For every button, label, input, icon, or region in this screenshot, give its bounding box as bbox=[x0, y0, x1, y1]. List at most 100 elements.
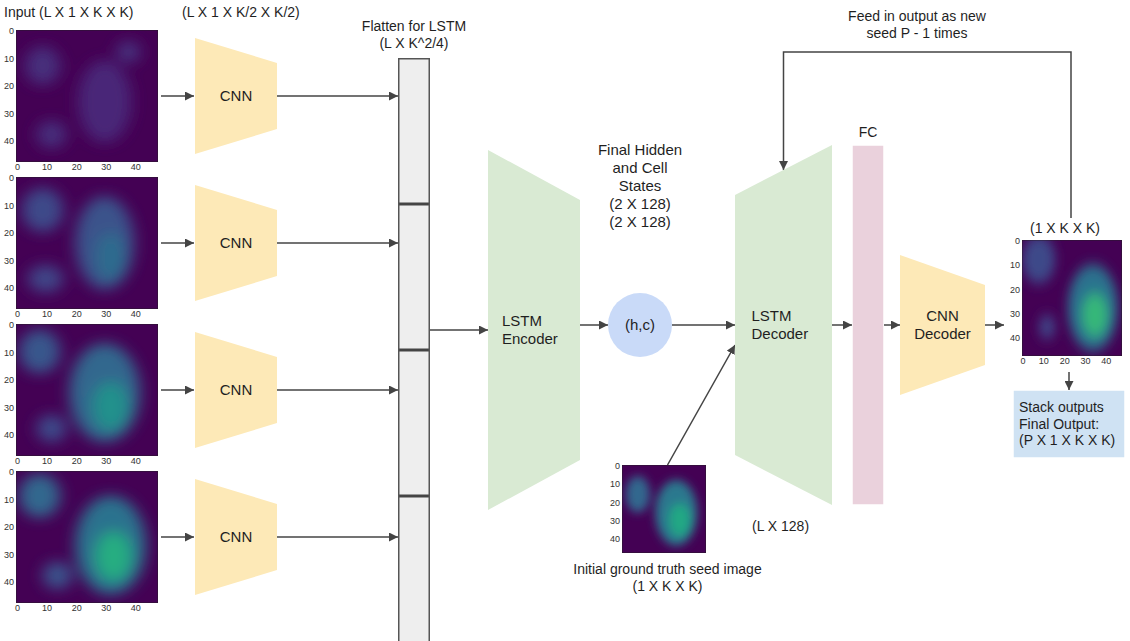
lstm-decoder: LSTM Decoder bbox=[735, 145, 832, 505]
image-frame bbox=[622, 465, 706, 553]
lstm-encoder-outline bbox=[488, 150, 580, 510]
axis-tick: 10 bbox=[4, 495, 14, 504]
axis-tick: 10 bbox=[1039, 357, 1049, 366]
state-circle-outline bbox=[608, 293, 672, 357]
axis-tick: 0 bbox=[9, 27, 14, 36]
axis-tick: 20 bbox=[4, 82, 14, 91]
flow-arrow bbox=[985, 324, 1004, 326]
fc-layer: FC bbox=[852, 145, 884, 505]
cnn-block: CNN bbox=[195, 479, 277, 595]
flow-arrow bbox=[668, 345, 736, 465]
heat-blob bbox=[669, 504, 690, 537]
heat-blob bbox=[75, 196, 134, 290]
flow-arrow bbox=[580, 324, 608, 326]
heat-blob bbox=[655, 480, 697, 546]
heat-blob bbox=[37, 121, 67, 149]
image-frame bbox=[16, 30, 158, 162]
heat-blob bbox=[1068, 264, 1118, 351]
axis-tick: 40 bbox=[131, 457, 141, 466]
flatten-bar: Flatten for LSTM (L X K^2/4) bbox=[398, 58, 430, 641]
axis-tick: 30 bbox=[4, 403, 14, 412]
cnn-block-outline bbox=[195, 479, 277, 595]
axis-tick: 0 bbox=[9, 321, 14, 330]
cnn-decoder: CNN Decoder bbox=[900, 255, 985, 395]
node-text: CNN bbox=[201, 381, 271, 399]
annotation: Input (L X 1 X K X K) bbox=[4, 4, 133, 21]
cnn-block: CNN bbox=[195, 332, 277, 448]
axis-tick: 0 bbox=[9, 468, 14, 477]
node-text: Initial ground truth seed image bbox=[573, 561, 761, 578]
axis-tick: 0 bbox=[15, 457, 20, 466]
heat-blob bbox=[96, 532, 132, 582]
annotation: (L X 128) bbox=[752, 518, 809, 535]
flow-arrow bbox=[1068, 372, 1070, 390]
heatmap-ground bbox=[16, 324, 158, 456]
lstm-encoder: LSTM Encoder bbox=[488, 150, 580, 510]
axis-tick: 20 bbox=[610, 498, 620, 507]
segment-divider bbox=[398, 349, 430, 352]
axis-tick: 10 bbox=[1010, 261, 1020, 270]
heat-blob bbox=[22, 188, 63, 232]
heatmap-image bbox=[16, 324, 158, 456]
flatten-bar-shape bbox=[398, 58, 430, 641]
node-text: Stack outputs Final Output: bbox=[1019, 399, 1119, 433]
cnn-decoder-outline bbox=[900, 255, 985, 395]
heat-blob bbox=[93, 382, 129, 432]
axis-tick: 40 bbox=[131, 163, 141, 172]
flow-arrow bbox=[672, 324, 735, 326]
axis-tick: 0 bbox=[15, 604, 20, 613]
axis-tick: 30 bbox=[1010, 309, 1020, 318]
heatmap-ground bbox=[622, 465, 706, 553]
node-text: CNN Decoder bbox=[912, 307, 974, 343]
axis-tick: 40 bbox=[4, 431, 14, 440]
axis-tick: 10 bbox=[4, 201, 14, 210]
flow-arrow bbox=[277, 536, 398, 538]
node-text: Final Hidden and Cell States bbox=[590, 141, 690, 195]
axis-tick: 30 bbox=[4, 256, 14, 265]
axis-tick: 10 bbox=[4, 348, 14, 357]
flatten-bar-fill bbox=[398, 58, 430, 641]
heatmap-ground bbox=[16, 30, 158, 162]
axis-tick: 20 bbox=[1010, 285, 1020, 294]
image-frame bbox=[16, 471, 158, 603]
axis-tick: 0 bbox=[1015, 237, 1020, 246]
cnn-block: CNN bbox=[195, 38, 277, 154]
axis-tick: 30 bbox=[610, 516, 620, 525]
axis-tick: 20 bbox=[72, 604, 82, 613]
heat-blob bbox=[43, 562, 73, 590]
output-image-panel: (1 X K X K) bbox=[1004, 218, 1126, 372]
input-arrow bbox=[161, 536, 194, 538]
cnn-block-outline bbox=[195, 38, 277, 154]
segment-divider bbox=[398, 203, 430, 206]
node-text: LSTM Decoder bbox=[752, 307, 816, 343]
heat-blob bbox=[626, 476, 651, 513]
node-text: (1 X K X K) bbox=[1030, 220, 1100, 237]
axis-tick: 0 bbox=[9, 174, 14, 183]
axis-tick: 10 bbox=[610, 480, 620, 489]
axis-tick: 0 bbox=[15, 310, 20, 319]
axis-tick: 40 bbox=[4, 284, 14, 293]
axis-tick: 10 bbox=[42, 604, 52, 613]
axis-tick: 20 bbox=[72, 457, 82, 466]
heatmap-image bbox=[16, 177, 158, 309]
cnn-block: CNN bbox=[195, 185, 277, 301]
input-arrow bbox=[161, 242, 194, 244]
flow-arrow bbox=[277, 242, 398, 244]
axis-tick: 10 bbox=[42, 457, 52, 466]
axis-tick: 20 bbox=[1060, 357, 1070, 366]
axis-tick: 40 bbox=[1101, 357, 1111, 366]
node-text: CNN bbox=[201, 528, 271, 546]
input-arrow bbox=[161, 95, 194, 97]
heat-blob bbox=[28, 265, 64, 293]
axis-tick: 0 bbox=[15, 163, 20, 172]
axis-tick: 30 bbox=[101, 604, 111, 613]
heatmap-image bbox=[622, 465, 706, 553]
axis-tick: 40 bbox=[1010, 333, 1020, 342]
heatmap-ground bbox=[16, 471, 158, 603]
axis-tick: 40 bbox=[4, 578, 14, 587]
node-text: (P X 1 X K X K) bbox=[1019, 432, 1119, 449]
heat-blob bbox=[69, 343, 140, 442]
heat-blob bbox=[1082, 293, 1107, 337]
axis-tick: 20 bbox=[72, 310, 82, 319]
